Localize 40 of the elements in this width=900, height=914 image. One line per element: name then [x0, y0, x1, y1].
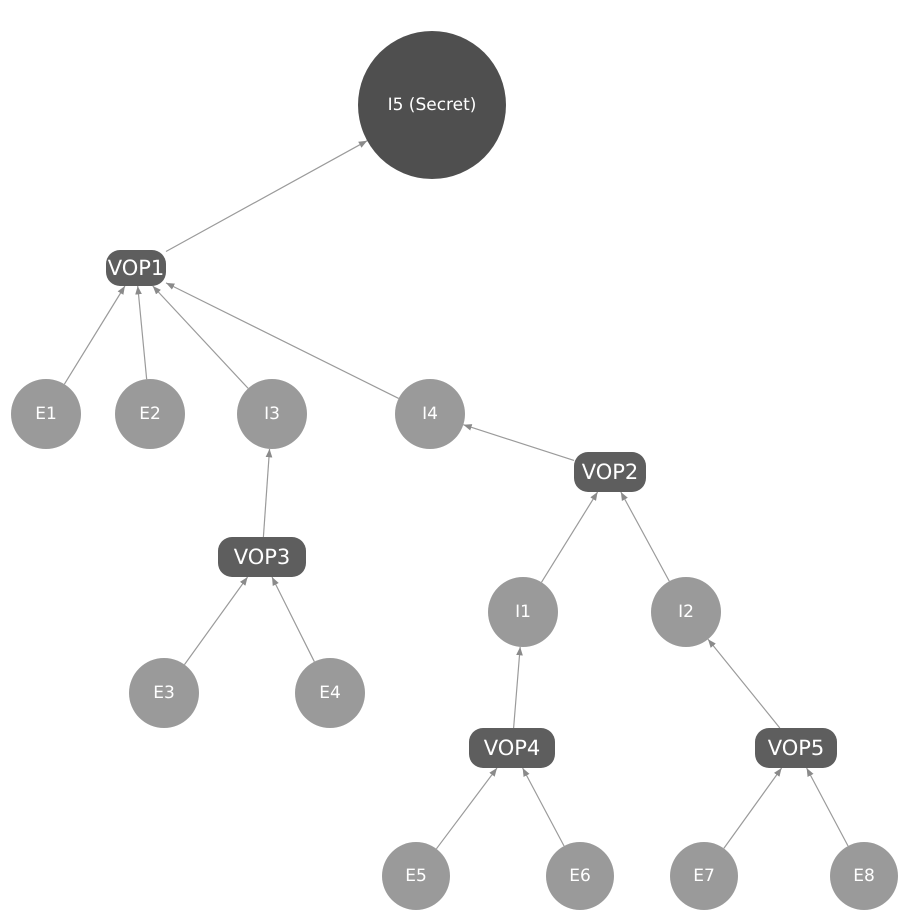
node-label: E2: [139, 404, 161, 424]
node-label: VOP1: [108, 256, 164, 280]
arrow: [540, 492, 598, 583]
arrow: [463, 424, 574, 461]
node-label: E7: [693, 866, 715, 886]
operator-node: [755, 728, 837, 768]
arrow: [708, 638, 780, 728]
node-label: I4: [422, 404, 438, 424]
node-label: VOP5: [768, 736, 824, 760]
arrow: [620, 492, 670, 582]
arrow: [513, 646, 523, 728]
arrow: [184, 576, 248, 665]
node-label: I1: [515, 602, 531, 622]
arrow: [166, 282, 399, 399]
arrow: [806, 768, 849, 846]
node-label: I3: [264, 404, 280, 424]
arrow: [522, 768, 565, 846]
node-label: E1: [35, 404, 57, 424]
operator-node: [218, 537, 306, 577]
arrow: [152, 286, 249, 389]
node-label: E4: [319, 683, 341, 703]
operator-node: [469, 728, 555, 768]
node-label: E8: [853, 866, 875, 886]
node-label: I2: [678, 602, 694, 622]
arrow: [166, 140, 368, 252]
arrow: [135, 286, 148, 380]
node-label: E6: [569, 866, 591, 886]
arrow: [262, 448, 272, 538]
arrow: [271, 576, 315, 662]
operator-node: [106, 250, 166, 286]
node-label: E3: [153, 683, 175, 703]
node-label: E5: [405, 866, 427, 886]
arrow: [64, 286, 126, 385]
node-label: VOP2: [582, 460, 638, 484]
node-label: VOP3: [234, 545, 290, 569]
node-label: VOP4: [484, 736, 540, 760]
arrow: [436, 768, 498, 850]
node-label: I5 (Secret): [388, 95, 476, 115]
arrow: [723, 768, 782, 849]
operator-node: [574, 452, 646, 492]
